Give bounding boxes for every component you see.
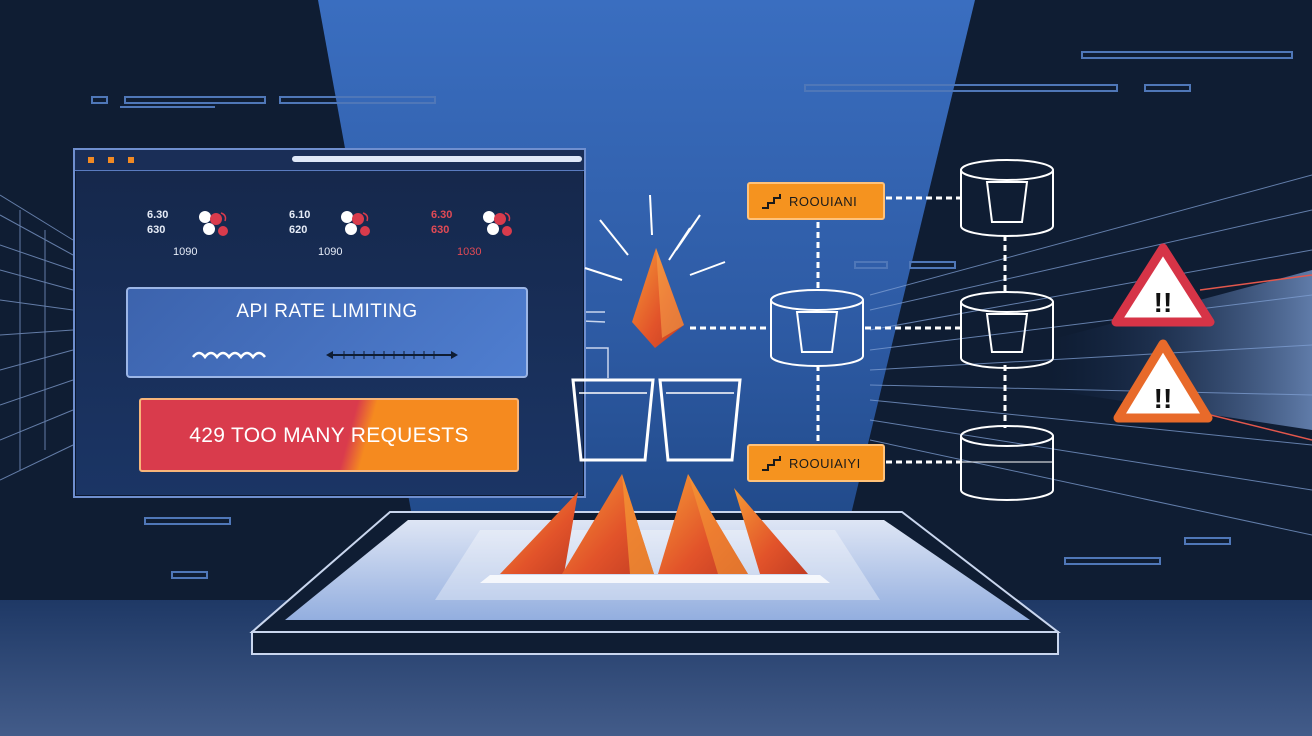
metric-value-a: 6.30 bbox=[147, 209, 169, 221]
warning-symbol: !! bbox=[1154, 287, 1173, 318]
warning-triangle-icon: !! bbox=[1111, 243, 1215, 327]
window-titlebar bbox=[75, 150, 584, 171]
metric-value-a: 6.30 bbox=[431, 209, 453, 221]
database-cylinder-icon bbox=[770, 289, 864, 367]
database-cylinder-icon bbox=[960, 425, 1054, 501]
database-cylinder-icon bbox=[960, 291, 1054, 369]
routing-tag-bottom: ROOUIAIYI bbox=[747, 444, 885, 482]
node-cluster-icon bbox=[199, 211, 228, 236]
browser-window: 6.30 630 1090 6.10 620 1090 6.30 630 bbox=[73, 148, 586, 498]
node-cluster-icon bbox=[341, 211, 370, 236]
warning-symbol: !! bbox=[1154, 383, 1173, 414]
left-data-lines bbox=[0, 194, 74, 481]
metric-group-3: 6.30 630 bbox=[431, 208, 452, 238]
window-dot bbox=[128, 157, 134, 163]
warning-triangle-icon: !! bbox=[1113, 339, 1213, 423]
circuit-lines-top bbox=[91, 51, 1293, 579]
stairs-icon bbox=[762, 456, 781, 471]
database-cylinder-icon bbox=[960, 159, 1054, 237]
wave-icon bbox=[192, 351, 266, 360]
metric-footer: 1090 bbox=[318, 246, 343, 258]
right-data-lines bbox=[869, 174, 1312, 536]
metric-footer: 1030 bbox=[457, 246, 482, 258]
metric-value-b: 620 bbox=[289, 224, 308, 236]
window-dot bbox=[108, 157, 114, 163]
rate-limiting-title: API RATE LIMITING bbox=[236, 301, 418, 322]
metric-group-2: 6.10 620 bbox=[289, 208, 310, 238]
spike-icon bbox=[500, 474, 808, 574]
metric-value-a: 6.10 bbox=[289, 209, 311, 221]
stairs-icon bbox=[762, 194, 781, 209]
burst-lines bbox=[584, 194, 726, 281]
metric-value-b: 630 bbox=[147, 224, 166, 236]
metric-group-1: 6.30 630 bbox=[147, 208, 168, 238]
window-dot bbox=[88, 157, 94, 163]
bucket-icon bbox=[571, 378, 655, 462]
throttle-slider-icon bbox=[326, 351, 458, 359]
routing-tag-label: ROOUIAIYI bbox=[789, 455, 861, 471]
routing-tag-label: ROOUIANI bbox=[789, 193, 858, 209]
error-banner: 429 TOO MANY REQUESTS bbox=[139, 398, 519, 472]
routing-tag-top: ROOUIANI bbox=[747, 182, 885, 220]
bucket-icon bbox=[658, 378, 742, 462]
metric-footer: 1090 bbox=[173, 246, 198, 258]
error-message: 429 TOO MANY REQUESTS bbox=[189, 424, 469, 447]
metric-value-b: 630 bbox=[431, 224, 450, 236]
address-bar bbox=[292, 156, 582, 162]
tablet-device bbox=[249, 511, 1061, 655]
right-light-stream bbox=[1050, 270, 1312, 430]
rate-limiting-panel: API RATE LIMITING bbox=[126, 287, 528, 378]
dotted-connectors bbox=[690, 196, 1007, 464]
node-cluster-icon bbox=[483, 211, 512, 236]
